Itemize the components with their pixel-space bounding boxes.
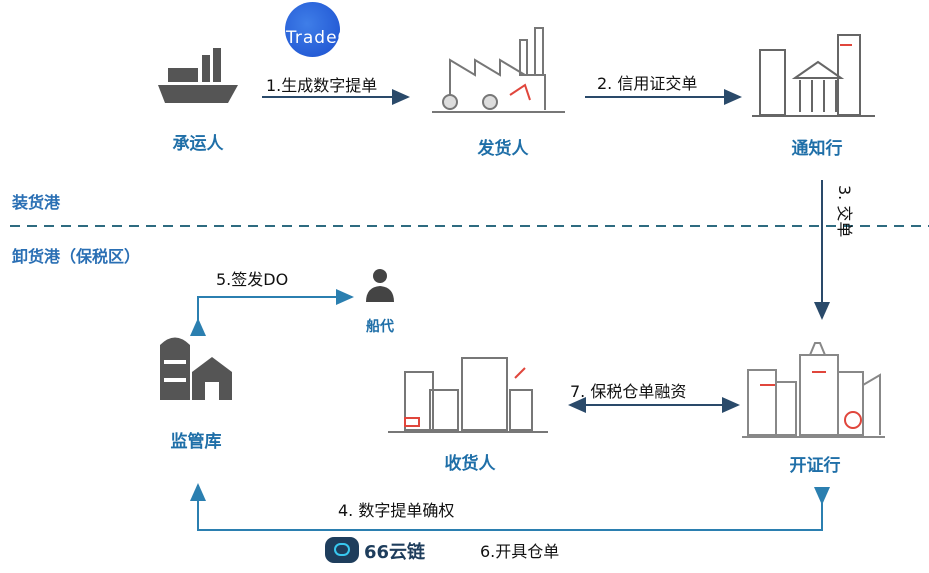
consignee-icon (388, 357, 548, 433)
arrow-5 (190, 289, 354, 336)
warehouse-icon (160, 337, 232, 400)
step-7-label: 7. 保税仓单融资 (570, 382, 687, 401)
step-3-label: 3. 交单 (835, 185, 854, 238)
step-6-label: 6.开具仓单 (480, 542, 560, 561)
step-5-label: 5.签发DO (216, 270, 289, 289)
agent-label: 船代 (366, 319, 394, 335)
issuing-bank-label: 开证行 (789, 456, 841, 476)
yunlian-logo-icon (325, 537, 359, 563)
carrier-label: 承运人 (172, 134, 224, 154)
warehouse-label: 监管库 (170, 432, 222, 452)
arrow-4-6 (190, 483, 830, 531)
step-4-label: 4. 数字提单确权 (338, 501, 455, 520)
ship-icon (158, 48, 238, 103)
loading-port-label: 装货港 (12, 193, 61, 212)
consignee-label: 收货人 (444, 454, 496, 474)
unloading-port-label: 卸货港（保税区） (12, 247, 141, 266)
factory-icon (432, 27, 565, 113)
step-2-label: 2. 信用证交单 (597, 74, 698, 93)
step-1-label: 1.生成数字提单 (266, 76, 378, 95)
issuing-bank-icon (742, 342, 885, 438)
agent-icon (366, 269, 394, 302)
notify-bank-label: 通知行 (791, 139, 843, 159)
notify-bank-icon (752, 34, 875, 117)
tradego-logo-text: TradeGO (286, 28, 367, 48)
yunlian-logo-text: 66云链 (364, 542, 426, 563)
tradego-logo (285, 2, 340, 57)
shipper-label: 发货人 (477, 139, 529, 159)
